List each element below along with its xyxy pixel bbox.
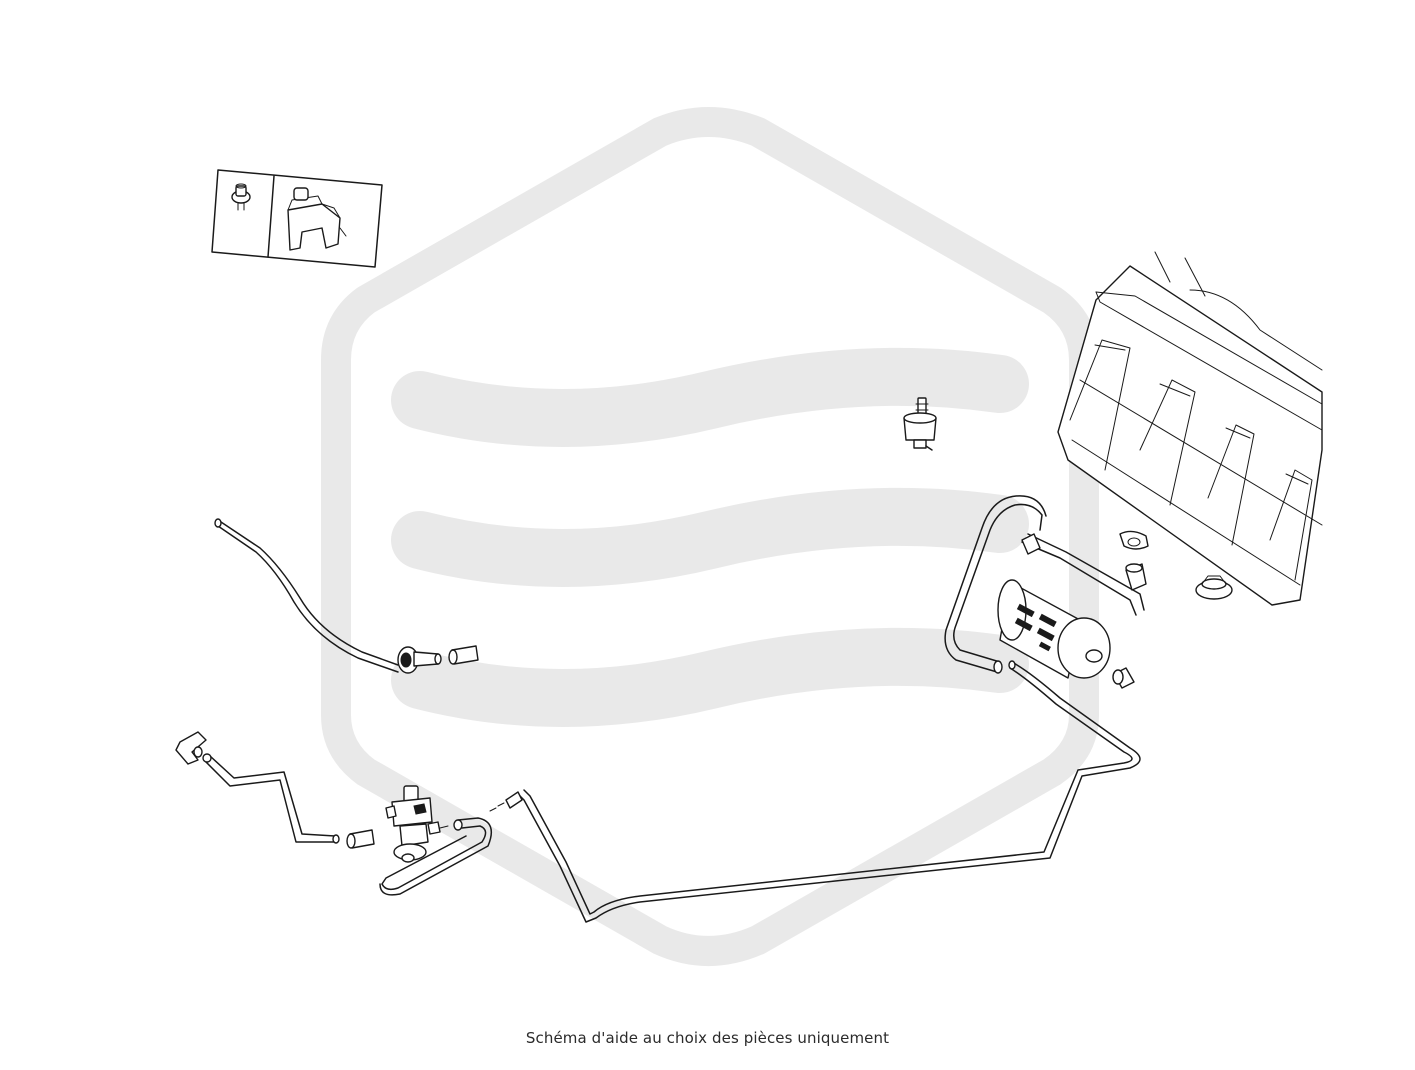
- fuel-line-long: [489, 660, 1141, 923]
- purge-valve-icon: [385, 785, 441, 863]
- canister-hose-loop: [944, 495, 1147, 674]
- watermark-hexagon: [321, 107, 1099, 966]
- watermark-wave-top: [391, 347, 1029, 447]
- watermark-wave-middle: [391, 487, 1029, 587]
- inset-bracket-icon: [287, 187, 347, 251]
- hose-cap-lower-icon: [346, 829, 375, 849]
- watermark-logo-icon: [321, 107, 1099, 966]
- hose-clamp-icon: [1119, 530, 1149, 550]
- diagram-caption: Schéma d'aide au choix des pièces unique…: [525, 1029, 890, 1047]
- vapor-hose-left: [214, 518, 399, 673]
- canister-cap-icon: [1112, 667, 1135, 689]
- watermark-wave-bottom: [391, 627, 1029, 727]
- vapor-hose-lower-left: [175, 731, 340, 844]
- purge-hose-loop: [379, 817, 493, 896]
- hose-cap-icon: [448, 645, 479, 665]
- inset-detail-box: [211, 169, 383, 268]
- tank-grommet-icon: [1195, 575, 1233, 600]
- fuel-tank-icon: [1057, 251, 1323, 606]
- hose-connector-icon: [397, 646, 442, 674]
- check-valve-icon: [903, 397, 937, 451]
- inset-grommet-icon: [231, 183, 251, 211]
- charcoal-canister-icon: [997, 579, 1111, 679]
